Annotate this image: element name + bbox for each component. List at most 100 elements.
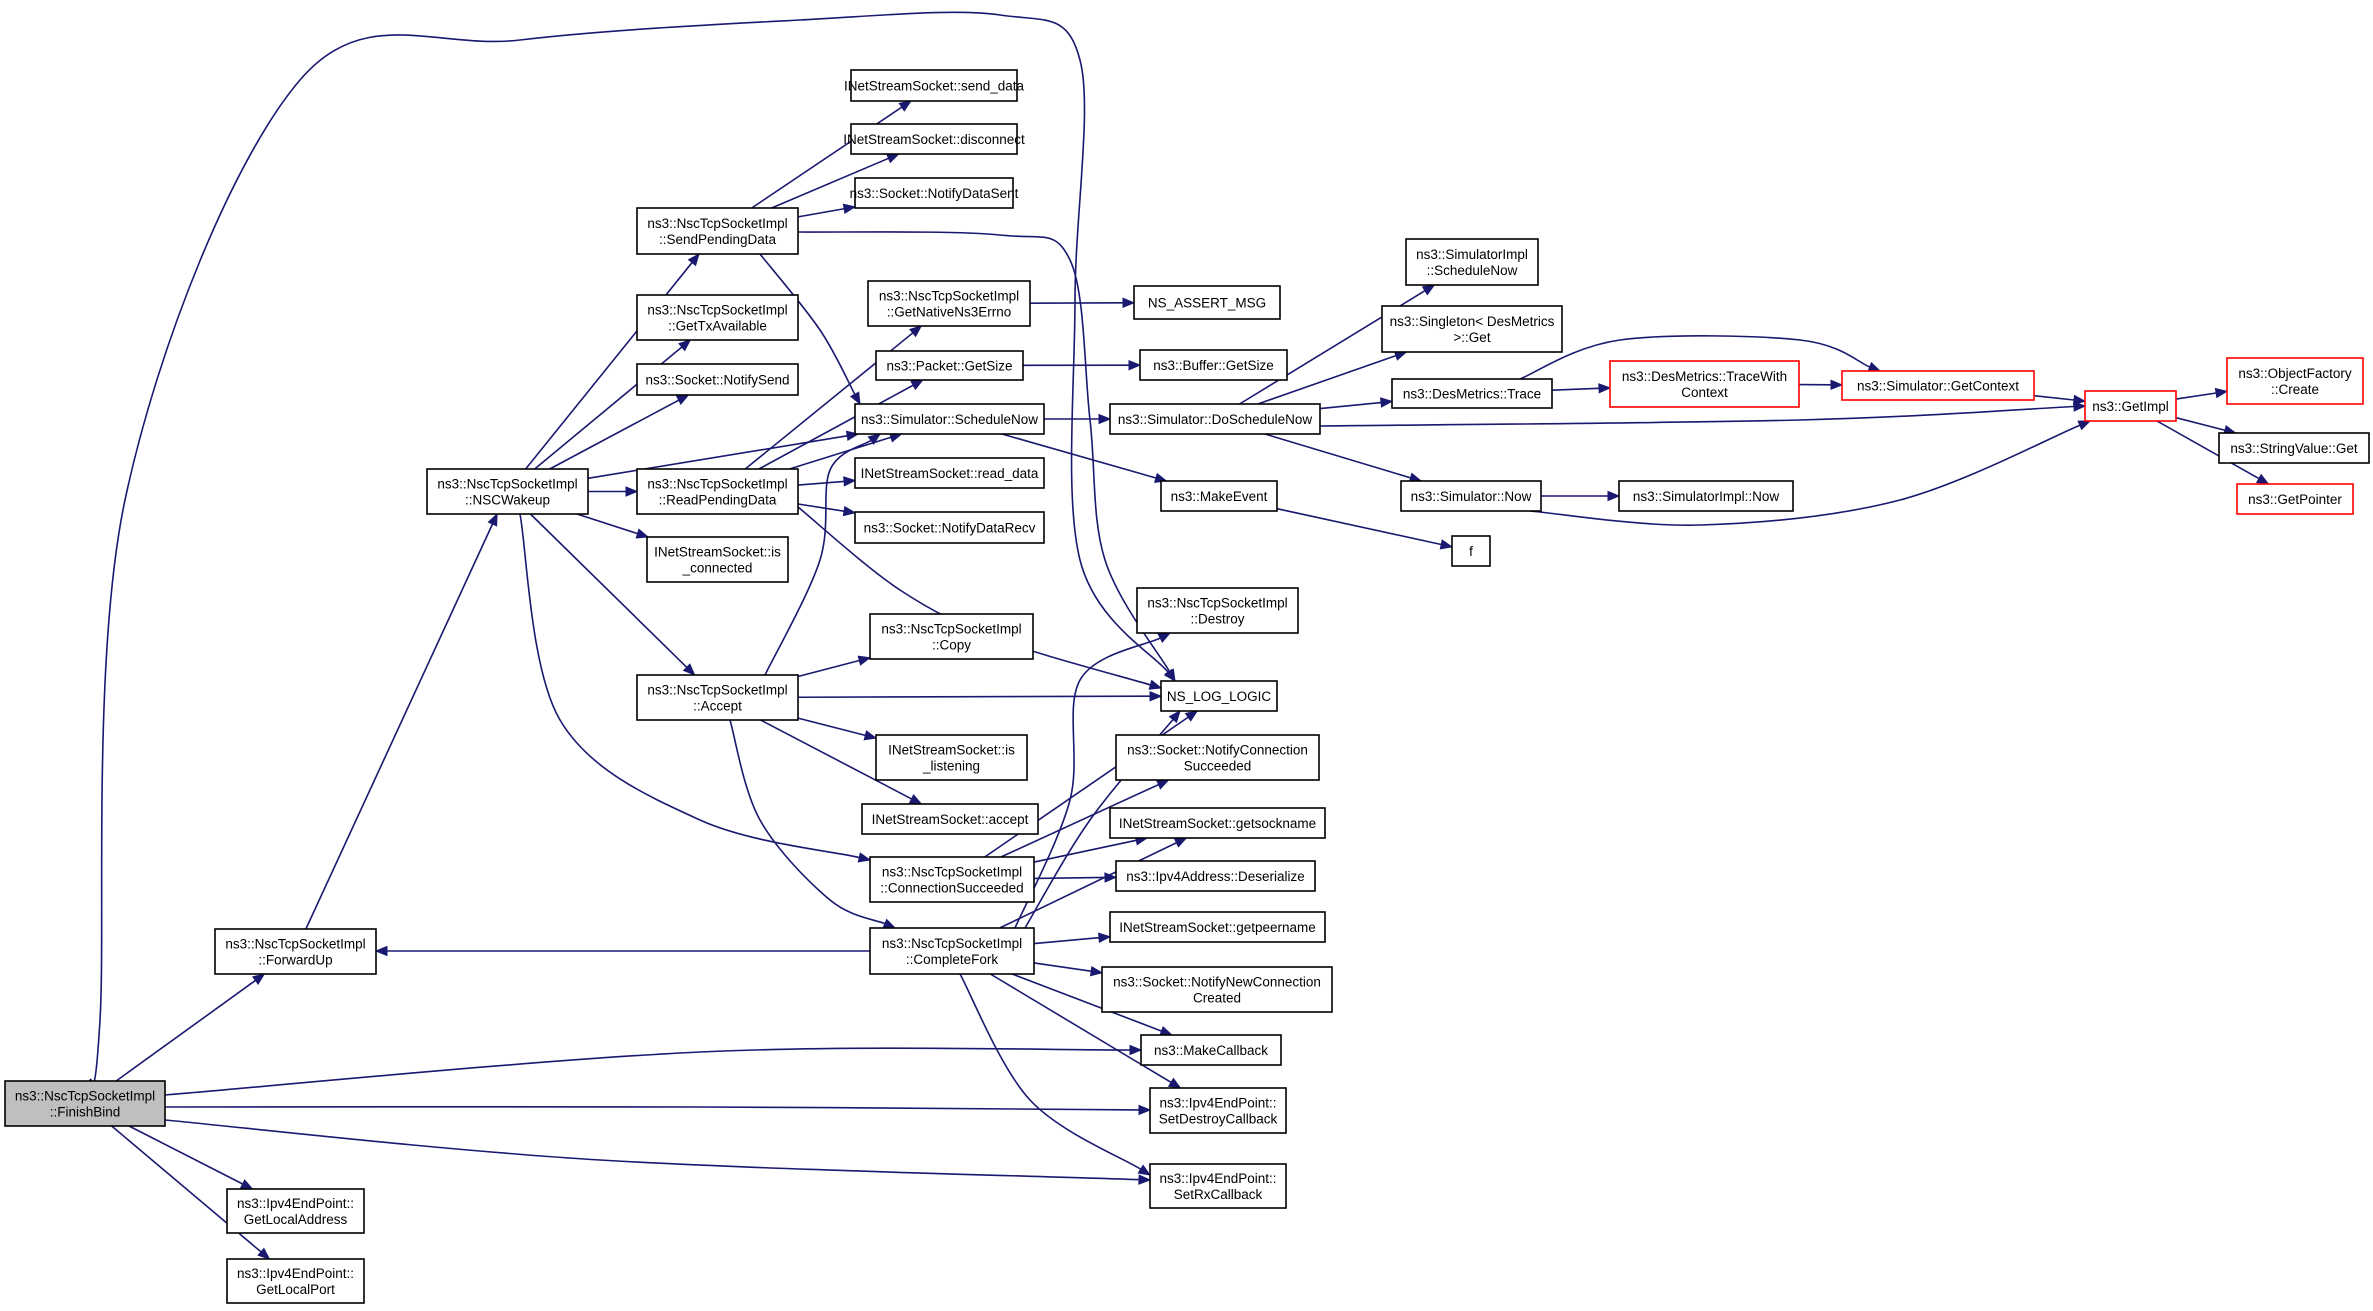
node-doschedulenow[interactable]: ns3::Simulator::DoScheduleNow bbox=[1109, 403, 1321, 435]
node-readdata[interactable]: INetStreamSocket::read_data bbox=[854, 457, 1045, 489]
node-getcontext[interactable]: ns3::Simulator::GetContext bbox=[1841, 370, 2035, 401]
node-readpendingdata[interactable]: ns3::NscTcpSocketImpl::ReadPendingData bbox=[636, 468, 799, 515]
node-label: INetStreamSocket::accept bbox=[872, 812, 1029, 827]
node-box bbox=[1160, 680, 1278, 712]
node-box bbox=[1391, 378, 1553, 409]
node-box bbox=[1405, 238, 1539, 286]
node-isconnected[interactable]: INetStreamSocket::is_connected bbox=[646, 536, 789, 583]
arrowhead bbox=[251, 973, 266, 985]
node-ipv4deserialize[interactable]: ns3::Ipv4Address::Deserialize bbox=[1115, 860, 1316, 892]
node-box bbox=[1149, 1087, 1287, 1134]
node-label: ns3::Simulator::DoScheduleNow bbox=[1118, 412, 1313, 427]
node-box bbox=[869, 927, 1035, 975]
edge-completefork-to-forwardup bbox=[374, 945, 870, 957]
node-completefork[interactable]: ns3::NscTcpSocketImpl::CompleteFork bbox=[869, 927, 1035, 975]
node-label: ns3::NscTcpSocketImpl bbox=[881, 622, 1021, 637]
node-desmetricstrace[interactable]: ns3::DesMetrics::Trace bbox=[1391, 378, 1553, 409]
node-accept[interactable]: ns3::NscTcpSocketImpl::Accept bbox=[636, 674, 799, 721]
node-setrxcallback[interactable]: ns3::Ipv4EndPoint::SetRxCallback bbox=[1149, 1163, 1287, 1209]
node-nsloglogic[interactable]: NS_LOG_LOGIC bbox=[1160, 680, 1278, 712]
edge-line bbox=[1319, 401, 1382, 410]
node-destroy[interactable]: ns3::NscTcpSocketImpl::Destroy bbox=[1136, 587, 1299, 634]
node-disconnect[interactable]: INetStreamSocket::disconnect bbox=[843, 123, 1025, 155]
node-label: NS_ASSERT_MSG bbox=[1148, 296, 1266, 311]
edge-line bbox=[519, 513, 860, 859]
node-nscwakeup[interactable]: ns3::NscTcpSocketImpl::NSCWakeup bbox=[426, 468, 589, 515]
node-label: ::Accept bbox=[693, 699, 742, 714]
node-f[interactable]: f bbox=[1451, 535, 1491, 567]
node-getlocalport[interactable]: ns3::Ipv4EndPoint::GetLocalPort bbox=[226, 1258, 365, 1304]
node-notifysend[interactable]: ns3::Socket::NotifySend bbox=[636, 363, 799, 396]
node-stringvalueget[interactable]: ns3::StringValue::Get bbox=[2218, 432, 2370, 464]
node-setdestroycallback[interactable]: ns3::Ipv4EndPoint::SetDestroyCallback bbox=[1149, 1087, 1287, 1134]
arrowhead bbox=[842, 505, 857, 517]
edge-line bbox=[797, 717, 866, 737]
node-simimplschedulenow[interactable]: ns3::SimulatorImpl::ScheduleNow bbox=[1405, 238, 1539, 286]
arrowhead bbox=[1164, 668, 1176, 683]
edge-line bbox=[128, 1125, 243, 1185]
edge-line bbox=[89, 11, 1169, 1085]
node-getimpl[interactable]: ns3::GetImpl bbox=[2084, 390, 2177, 422]
node-label: ns3::SimulatorImpl bbox=[1416, 247, 1528, 262]
edge-nscwakeup-to-gettxavailable bbox=[534, 339, 692, 470]
node-label: ns3::Ipv4EndPoint:: bbox=[237, 1196, 354, 1211]
edge-nscwakeup-to-readpendingdata bbox=[588, 486, 639, 497]
edge-accept-to-islistening bbox=[797, 717, 878, 741]
node-packetgetsize[interactable]: ns3::Packet::GetSize bbox=[875, 350, 1024, 381]
arrowhead bbox=[2073, 394, 2087, 406]
edge-line bbox=[1319, 405, 2075, 427]
node-label: ns3::SimulatorImpl::Now bbox=[1633, 489, 1780, 504]
node-box bbox=[426, 468, 589, 515]
node-islistening[interactable]: INetStreamSocket::is_listening bbox=[875, 734, 1028, 781]
edge-line bbox=[797, 480, 845, 486]
arrowhead bbox=[1138, 1174, 1152, 1185]
node-connectionsucceeded[interactable]: ns3::NscTcpSocketImpl::ConnectionSucceed… bbox=[869, 856, 1035, 903]
node-getpeername[interactable]: INetStreamSocket::getpeername bbox=[1109, 911, 1326, 943]
node-label: ::NSCWakeup bbox=[465, 493, 550, 508]
node-schedulenow[interactable]: ns3::Simulator::ScheduleNow bbox=[854, 403, 1045, 435]
arrowhead bbox=[1168, 709, 1181, 724]
edge-finishbind-to-setdestroycallback bbox=[164, 1104, 1152, 1116]
node-makeevent[interactable]: ns3::MakeEvent bbox=[1160, 480, 1278, 512]
arrowhead bbox=[257, 1247, 271, 1260]
edge-doschedulenow-to-desmetricstrace bbox=[1319, 397, 1394, 410]
node-senddata[interactable]: INetStreamSocket::send_data bbox=[844, 69, 1025, 102]
node-makecallback[interactable]: ns3::MakeCallback bbox=[1140, 1034, 1282, 1066]
edge-line bbox=[959, 973, 1142, 1170]
arrowhead bbox=[1439, 539, 1454, 550]
node-notifydatasent[interactable]: ns3::Socket::NotifyDataSent bbox=[850, 177, 1019, 209]
node-forwardup[interactable]: ns3::NscTcpSocketImpl::ForwardUp bbox=[214, 928, 377, 975]
node-getlocaladdress[interactable]: ns3::Ipv4EndPoint::GetLocalAddress bbox=[226, 1188, 365, 1234]
node-objectfactorycreate[interactable]: ns3::ObjectFactory::Create bbox=[2226, 357, 2364, 405]
edge-nscwakeup-to-sendpendingdata bbox=[525, 252, 700, 470]
node-label: ns3::NscTcpSocketImpl bbox=[882, 865, 1022, 880]
node-box bbox=[636, 363, 799, 396]
node-getnativens3errno[interactable]: ns3::NscTcpSocketImpl::GetNativeNs3Errno bbox=[867, 280, 1031, 327]
node-simulatornow[interactable]: ns3::Simulator::Now bbox=[1400, 480, 1542, 512]
node-getpointer[interactable]: ns3::GetPointer bbox=[2236, 483, 2354, 515]
node-simimplnow[interactable]: ns3::SimulatorImpl::Now bbox=[1618, 480, 1794, 512]
edge-finishbind-to-setrxcallback bbox=[164, 1119, 1152, 1185]
node-box bbox=[2226, 357, 2364, 405]
node-sendpendingdata[interactable]: ns3::NscTcpSocketImpl::SendPendingData bbox=[636, 207, 799, 255]
node-singletonget[interactable]: ns3::Singleton< DesMetrics>::Get bbox=[1381, 305, 1563, 353]
node-label: ns3::NscTcpSocketImpl bbox=[647, 477, 787, 492]
edge-completefork-to-getpeername bbox=[1033, 932, 1112, 945]
node-buffergetsize[interactable]: ns3::Buffer::GetSize bbox=[1139, 349, 1288, 381]
node-gettxavailable[interactable]: ns3::NscTcpSocketImpl::GetTxAvailable bbox=[636, 294, 799, 341]
node-inetaccept[interactable]: INetStreamSocket::accept bbox=[861, 803, 1039, 835]
arrowhead bbox=[2214, 387, 2229, 399]
edge-line bbox=[164, 1047, 1131, 1096]
edge-doschedulenow-to-getimpl bbox=[1319, 401, 2087, 427]
node-nsassertmsg[interactable]: NS_ASSERT_MSG bbox=[1133, 285, 1281, 320]
node-getsockname[interactable]: INetStreamSocket::getsockname bbox=[1109, 807, 1326, 839]
node-label: NS_LOG_LOGIC bbox=[1167, 689, 1272, 704]
arrowhead bbox=[910, 379, 924, 391]
node-notifydatarecv[interactable]: ns3::Socket::NotifyDataRecv bbox=[854, 511, 1045, 544]
edge-line bbox=[1011, 973, 1162, 1032]
node-copy[interactable]: ns3::NscTcpSocketImpl::Copy bbox=[869, 613, 1034, 660]
node-box bbox=[1451, 535, 1491, 567]
